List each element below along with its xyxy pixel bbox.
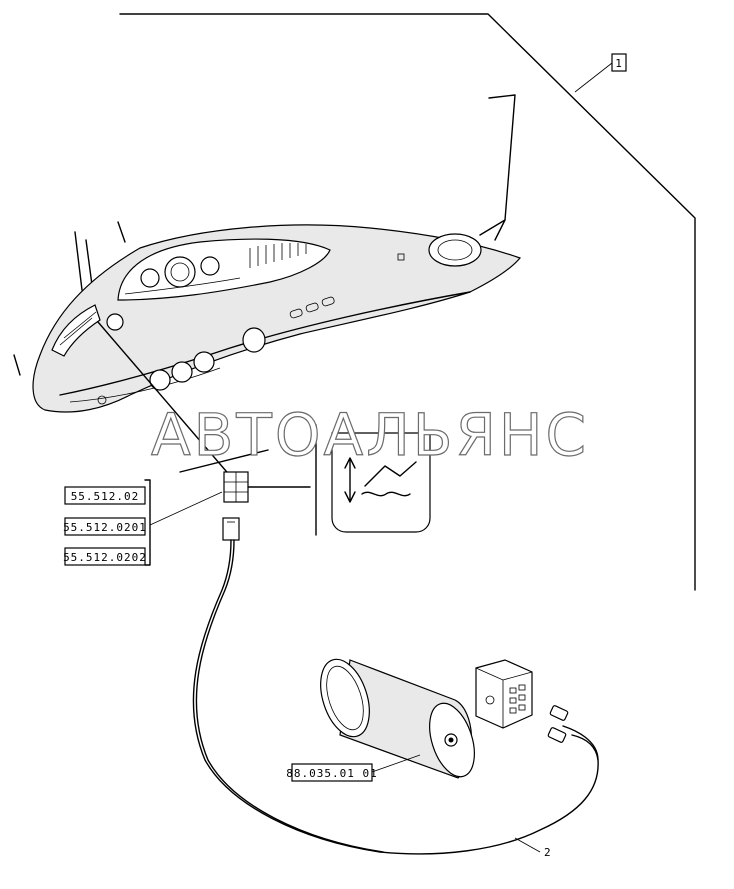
- sensor-connector-block: [475, 659, 533, 729]
- fuel-sensor: 88.035.01 01: [286, 658, 475, 782]
- part-ref-box: [64, 517, 146, 536]
- harness-connector: [223, 471, 311, 503]
- part-ref-box: [64, 486, 146, 505]
- cab-pillars: [13, 94, 516, 376]
- part-ref-group: 55.512.02 55.512.0201 55.512.0202: [63, 479, 223, 566]
- callout-box-1: [611, 53, 627, 72]
- part-ref-label: 55.512.02: [71, 490, 140, 503]
- cable-harness: 2: [192, 517, 599, 859]
- callout-1-label: 1: [615, 57, 623, 70]
- part-ref-label: 55.512.0202: [63, 551, 147, 564]
- watermark-text: АВТОАЛЬЯНС: [151, 401, 589, 469]
- sensor-ref-label: 88.035.01 01: [286, 767, 377, 780]
- assembly-bracket: 1: [119, 13, 696, 591]
- dashboard-housing: [32, 224, 522, 413]
- dash-pointer: [179, 449, 269, 473]
- fuel-level-symbol: [315, 424, 431, 536]
- connector-leader: [97, 321, 233, 479]
- sensor-ref-box: [291, 763, 373, 782]
- part-ref-label: 55.512.0201: [63, 521, 147, 534]
- callout-2-label: 2: [544, 846, 552, 859]
- part-ref-box: [64, 547, 146, 566]
